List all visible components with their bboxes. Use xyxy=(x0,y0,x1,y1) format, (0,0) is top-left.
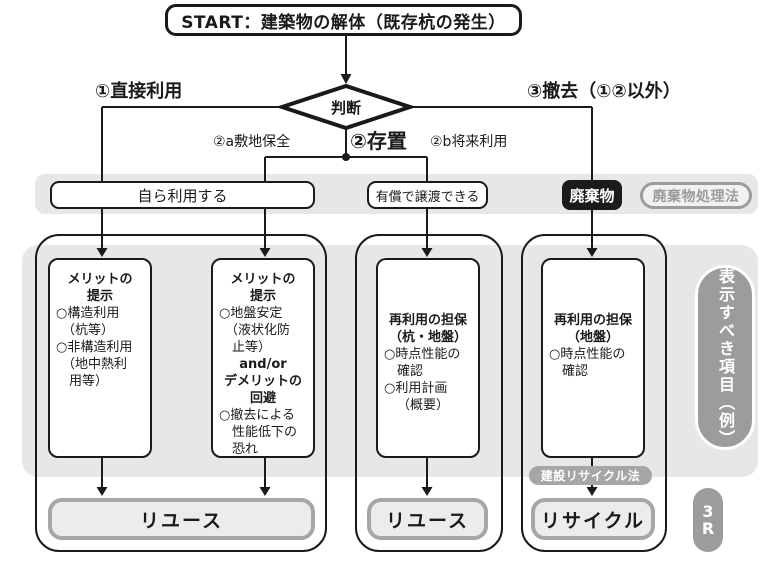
branch-label-keep: ②存置 xyxy=(350,129,407,153)
recycle-outcome: リサイクル xyxy=(531,498,655,540)
box-line: 性能低下の xyxy=(232,425,298,440)
frame-direct-use-group xyxy=(35,234,327,552)
box-heading: （杭・地盤） xyxy=(388,330,467,345)
box-heading: 再利用の担保 xyxy=(553,313,632,328)
waste-law-label: 廃棄物処理法 xyxy=(652,188,740,205)
arrow-down-icon xyxy=(259,248,271,257)
paid-transfer-box: 有償で譲渡できる xyxy=(367,181,488,209)
construction-recycle-law-pill: 建設リサイクル法 xyxy=(529,466,652,485)
waste-box: 廃棄物 xyxy=(562,180,622,210)
arrow-down-icon xyxy=(421,487,433,496)
merit-box-direct-use: メリットの 提示 ○構造利用 （杭等） ○非構造利用 （地中熱利 用等） xyxy=(48,258,152,458)
start-label: START：建築物の解体（既存杭の発生） xyxy=(181,12,506,33)
decision-diamond xyxy=(275,83,417,131)
box-heading: 回避 xyxy=(249,391,276,406)
box-line: 用等） xyxy=(69,374,109,389)
frame-keep-group xyxy=(355,234,503,552)
junction-dot xyxy=(342,153,350,161)
box-heading: （地盤） xyxy=(566,330,619,345)
reuse-label: リユース xyxy=(139,509,224,532)
box-line: 確認 xyxy=(397,364,424,379)
self-use-box: 自ら利用する xyxy=(50,181,315,209)
frame-removal-group xyxy=(521,234,667,552)
waste-law-pill: 廃棄物処理法 xyxy=(640,182,752,209)
waste-label: 廃棄物 xyxy=(569,186,615,205)
reuse-guarantee-box-ground: 再利用の担保 （地盤） ○時点性能の 確認 xyxy=(541,258,645,458)
construction-recycle-law-label: 建設リサイクル法 xyxy=(540,469,641,483)
decision-label: 判断 xyxy=(330,99,361,117)
branch-label-direct-use: ①直接利用 xyxy=(95,81,183,102)
display-items-side-pill: 表示すべき項目（例） xyxy=(695,265,755,450)
merit-box-site-preserve: メリットの 提示 ○地盤安定 （液状化防 止等） and/or デメリットの 回… xyxy=(211,258,315,458)
arrow-down-icon xyxy=(586,248,598,257)
reuse-guarantee-box-pile-ground: 再利用の担保 （杭・地盤） ○時点性能の 確認 ○利用計画 （概要） xyxy=(376,258,480,458)
arrow-down-icon xyxy=(340,74,352,84)
box-heading: デメリットの xyxy=(223,374,302,389)
box-line: （概要） xyxy=(397,398,450,413)
arrow-down-icon xyxy=(96,487,108,496)
box-line: ○利用計画 xyxy=(384,381,448,396)
reuse-outcome-left: リユース xyxy=(48,498,315,540)
three-r-pill: 3 R xyxy=(693,488,723,552)
recycle-label: リサイクル xyxy=(540,509,646,532)
box-line: ○時点性能の xyxy=(384,347,461,362)
box-line: 恐れ xyxy=(232,442,259,457)
self-use-label: 自ら利用する xyxy=(137,186,228,205)
box-line: ○非構造利用 xyxy=(56,340,133,355)
box-line: ○撤去による xyxy=(219,408,295,423)
box-heading: 提示 xyxy=(86,289,113,304)
box-line: ○地盤安定 xyxy=(219,306,283,321)
connector-branch-left xyxy=(101,106,282,248)
branch-label-site-preserve: ②a敷地保全 xyxy=(213,134,291,150)
three-r-bottom: R xyxy=(701,519,715,538)
branch-label-future-use: ②b将来利用 xyxy=(430,134,508,150)
paid-transfer-label: 有償で譲渡できる xyxy=(375,189,480,205)
box-line: 止等） xyxy=(232,340,272,355)
arrow-down-icon xyxy=(259,487,271,496)
arrow-down-icon xyxy=(96,248,108,257)
three-r-top: 3 xyxy=(702,502,714,521)
box-line: （液状化防 xyxy=(225,323,291,338)
arrow-down-icon xyxy=(586,487,598,496)
start-node: START：建築物の解体（既存杭の発生） xyxy=(165,4,522,36)
box-line: （地中熱利 xyxy=(62,357,128,372)
display-items-label: 表示すべき項目（例） xyxy=(716,268,735,448)
box-heading: 提示 xyxy=(249,289,276,304)
box-line: 確認 xyxy=(562,364,589,379)
box-line: ○時点性能の xyxy=(549,347,626,362)
box-heading: メリットの xyxy=(67,272,133,287)
box-heading: メリットの xyxy=(230,272,296,287)
connector-branch-right xyxy=(408,106,593,248)
reuse-label: リユース xyxy=(385,509,470,532)
arrow-down-icon xyxy=(421,248,433,257)
branch-label-removal: ③撤去（①②以外） xyxy=(527,81,681,102)
box-line: ○構造利用 xyxy=(56,306,120,321)
box-heading: 再利用の担保 xyxy=(388,313,467,328)
box-heading: and/or xyxy=(239,357,287,372)
box-line: （杭等） xyxy=(62,323,115,338)
reuse-outcome-mid: リユース xyxy=(367,498,488,540)
